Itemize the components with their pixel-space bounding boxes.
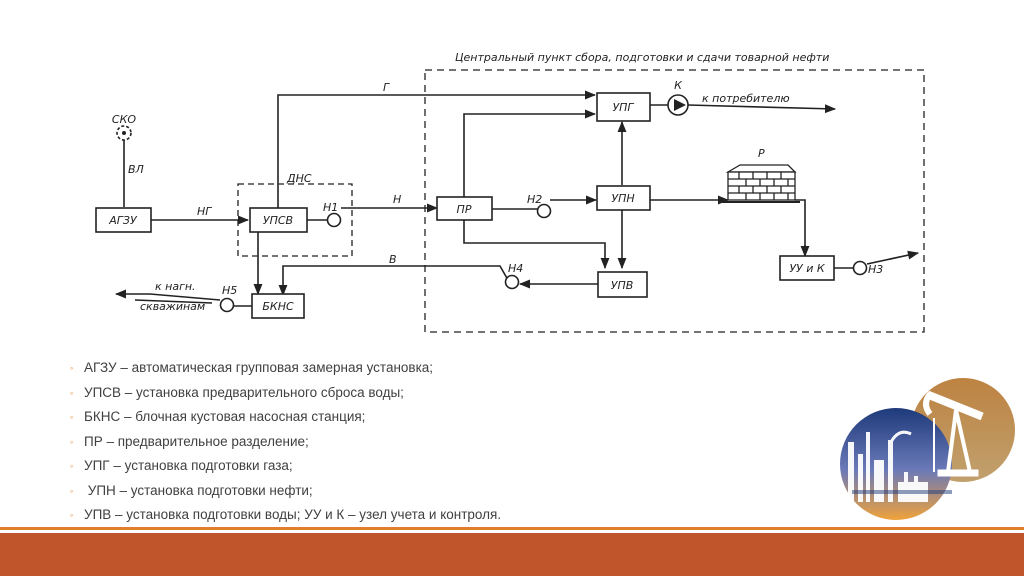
legend-list: ◦АГЗУ – автоматическая групповая замерна… xyxy=(70,356,501,528)
node-agzu: АГЗУ xyxy=(108,214,138,227)
node-upg: УПГ xyxy=(612,101,634,114)
label-to-injection-1: к нагн. xyxy=(155,280,196,293)
bullet-icon: ◦ xyxy=(70,510,74,520)
node-upsv: УПСВ xyxy=(263,214,293,227)
label-n4: Н4 xyxy=(508,262,523,275)
footer-bar xyxy=(0,533,1024,576)
box-upsv xyxy=(249,207,308,233)
pump-n4-icon xyxy=(504,274,520,290)
pump-n3-icon xyxy=(852,260,868,276)
box-agzu xyxy=(95,207,152,233)
bullet-icon: ◦ xyxy=(70,363,74,373)
oil-pump-skyline-logo xyxy=(840,378,1015,520)
bullet-icon: ◦ xyxy=(70,461,74,471)
legend-item: ◦УПВ – установка подготовки воды; УУ и К… xyxy=(70,503,501,528)
box-bkns xyxy=(251,293,305,319)
bullet-icon: ◦ xyxy=(70,436,74,447)
pump-n1-icon xyxy=(326,212,342,228)
legend-item: ◦ПР – предварительное разделение; xyxy=(70,430,501,455)
label-vl: ВЛ xyxy=(128,163,144,176)
footer-accent-line xyxy=(0,527,1024,530)
cps-boundary xyxy=(424,69,925,333)
legend-item: ◦УПСВ – установка предварительного сброс… xyxy=(70,381,501,406)
legend-item: ◦ УПН – установка подготовки нефти; xyxy=(70,479,501,504)
box-upv xyxy=(597,271,648,298)
label-v: В xyxy=(389,253,397,266)
node-pr: ПР xyxy=(457,203,472,216)
bullet-icon: ◦ xyxy=(70,485,74,496)
bullet-icon: ◦ xyxy=(70,387,74,398)
label-dns: ДНС xyxy=(286,172,312,185)
label-n1: Н1 xyxy=(323,201,338,214)
label-to-injection-2: скважинам xyxy=(140,300,205,313)
label-g: Г xyxy=(383,81,390,94)
node-bkns: БКНС xyxy=(262,300,294,313)
pump-n5-icon xyxy=(219,297,235,313)
diagram-title: Центральный пункт сбора, подготовки и сд… xyxy=(455,51,829,64)
pump-n2-icon xyxy=(536,203,552,219)
legend-item: ◦БКНС – блочная кустовая насосная станци… xyxy=(70,405,501,430)
box-upn xyxy=(596,185,651,211)
legend-item: ◦АГЗУ – автоматическая групповая замерна… xyxy=(70,356,501,381)
node-uuk: УУ и К xyxy=(789,262,826,275)
bullet-icon: ◦ xyxy=(70,412,74,422)
legend-item: ◦УПГ – установка подготовки газа; xyxy=(70,454,501,479)
label-n: Н xyxy=(393,193,401,206)
box-upg xyxy=(596,92,651,122)
label-to-consumer: к потребителю xyxy=(702,92,790,105)
node-upv: УПВ xyxy=(611,279,634,292)
box-pr xyxy=(436,196,493,221)
reservoir-icon xyxy=(722,164,800,203)
label-ng: НГ xyxy=(197,205,212,218)
node-upn: УПН xyxy=(611,192,634,205)
process-flow-diagram: АГЗУ УПСВ БКНС ПР УПГ УПН УПВ УУ и К Цен… xyxy=(95,51,925,333)
label-k: К xyxy=(674,79,683,92)
label-r: Р xyxy=(758,147,765,160)
box-uuk xyxy=(779,255,835,281)
label-n5: Н5 xyxy=(222,284,237,297)
label-sko: СКО xyxy=(112,113,136,126)
label-n2: Н2 xyxy=(527,193,542,206)
label-n3: Н3 xyxy=(868,263,883,276)
